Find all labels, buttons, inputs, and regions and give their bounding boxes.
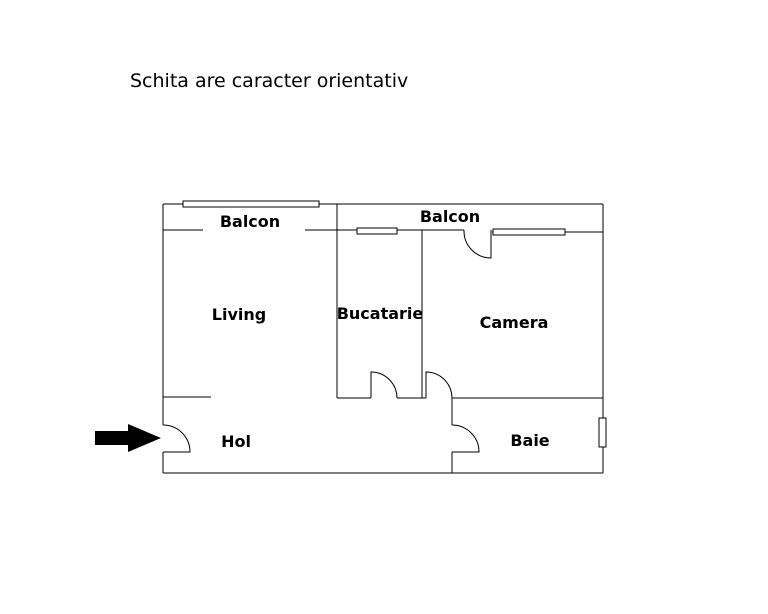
arrow-right-icon xyxy=(95,424,161,452)
label-camera: Camera xyxy=(480,313,549,332)
door-camera-balcony xyxy=(463,230,492,259)
door-entrance xyxy=(162,424,191,453)
window-baie xyxy=(598,417,607,448)
doors xyxy=(162,230,492,453)
label-bucatarie: Bucatarie xyxy=(337,304,424,323)
window-bucatarie xyxy=(356,227,398,235)
label-baie: Baie xyxy=(510,431,549,450)
window-camera xyxy=(492,228,566,236)
door-camera xyxy=(425,371,453,399)
door-bucatarie xyxy=(370,371,398,399)
door-baie xyxy=(451,424,480,453)
window-living-balcony xyxy=(182,200,320,208)
interior-walls xyxy=(163,230,603,473)
plan-caption: Schita are caracter orientativ xyxy=(130,70,409,92)
label-hol: Hol xyxy=(221,432,251,451)
windows xyxy=(182,200,607,448)
label-living: Living xyxy=(212,305,266,324)
label-balcon-right: Balcon xyxy=(420,207,480,226)
label-balcon-left: Balcon xyxy=(220,212,280,231)
